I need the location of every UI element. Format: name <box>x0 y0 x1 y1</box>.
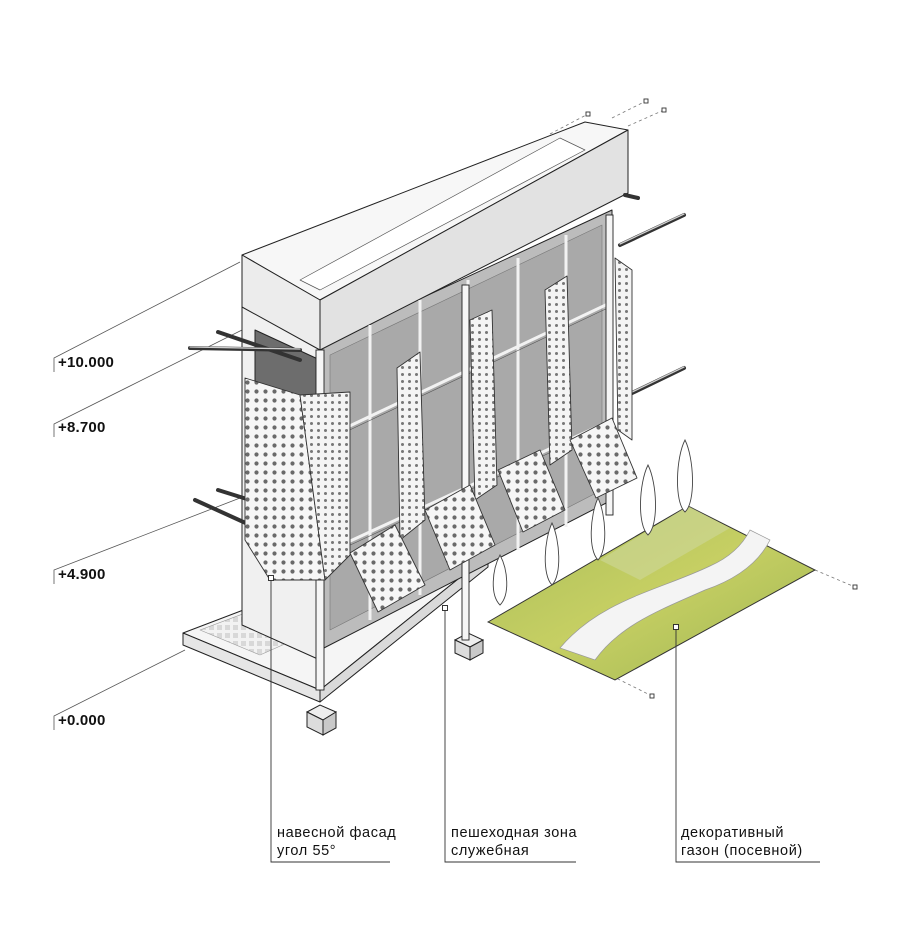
level-lines <box>53 261 251 730</box>
callout-facade-line1: навесной фасад <box>277 825 397 841</box>
lawn <box>486 505 817 681</box>
support-tubes-hl <box>189 213 685 395</box>
level-label-0000: +0.000 <box>58 712 106 729</box>
callout-lawn-line2: газон (посевной) <box>681 843 803 859</box>
callout-lawn: декоративный газон (посевной) <box>681 824 803 860</box>
trees <box>492 439 693 606</box>
extension-markers <box>585 98 858 699</box>
callout-facade: навесной фасад угол 55° <box>277 824 396 860</box>
callout-pedestrian: пешеходная зона служебная <box>451 824 577 860</box>
perforated-panels <box>244 257 638 613</box>
extension-lines <box>549 100 856 697</box>
callout-facade-line2: угол 55° <box>277 843 337 859</box>
callout-leaders <box>270 578 820 863</box>
level-label-4900: +4.900 <box>58 566 106 583</box>
callout-markers <box>268 575 679 630</box>
callout-pedestrian-line1: пешеходная зона <box>451 825 578 841</box>
level-label-10000: +10.000 <box>58 354 115 371</box>
callout-lawn-line1: декоративный <box>681 825 785 841</box>
level-label-8700: +8.700 <box>58 419 106 436</box>
callout-pedestrian-line2: служебная <box>451 843 530 859</box>
